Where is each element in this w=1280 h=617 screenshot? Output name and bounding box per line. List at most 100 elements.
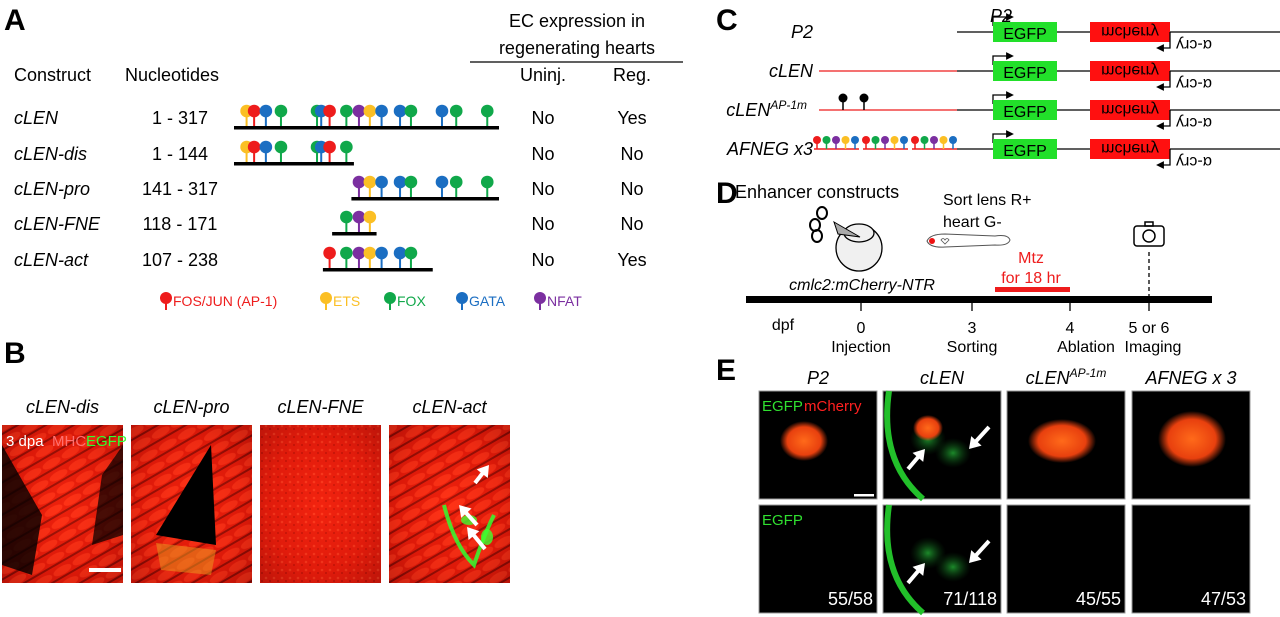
tf-site-ap1	[813, 136, 821, 144]
tf-site-gata	[393, 104, 407, 126]
svg-text:cLEN: cLEN	[920, 368, 965, 388]
tf-site-ap1	[247, 104, 261, 126]
tf-site-nfat	[352, 104, 366, 126]
tf-site-ets	[363, 104, 377, 126]
sort-line2: heart G-	[943, 214, 1002, 231]
egfp-label: EGFP	[1003, 26, 1047, 43]
construct-name: cLEN	[14, 108, 59, 128]
panel-a: A EC expression in regenerating hearts C…	[4, 4, 683, 310]
tf-site-nfat	[352, 175, 366, 197]
mcherry-label: mcherry	[1101, 140, 1159, 157]
tf-site-fox	[274, 104, 288, 126]
uninjured-expression: No	[531, 214, 554, 234]
egfp-image	[1131, 504, 1251, 614]
timeline-bar	[746, 296, 1212, 303]
col-reg: Reg.	[613, 65, 651, 85]
mutated-site-icon	[838, 93, 848, 103]
heart-image-column: AFNEG x 347/53	[1131, 368, 1251, 614]
mutated-site-icon	[859, 93, 869, 103]
tf-site-gata	[375, 104, 388, 126]
tf-site-nfat	[832, 136, 840, 144]
scale-bar	[854, 494, 874, 497]
uninjured-expression: No	[531, 108, 554, 128]
tf-site-gata	[851, 136, 859, 144]
arrow-icon	[906, 563, 925, 585]
mtz-treatment-bar	[995, 287, 1070, 292]
timepoint-day: 0	[857, 320, 866, 337]
tf-site-gata	[375, 246, 388, 268]
egfp-image	[1006, 504, 1126, 614]
col-uninj: Uninj.	[520, 65, 566, 85]
tf-site-fox	[340, 246, 353, 268]
mcherry-label: mcherry	[1101, 62, 1159, 79]
construct-name: cLEN-pro	[14, 179, 90, 199]
mcherry-label: mcherry	[1101, 23, 1159, 40]
sort-line1: Sort lens R+	[943, 192, 1031, 209]
mhc-label: MHC	[52, 433, 86, 450]
nucleotide-range: 1 - 317	[152, 108, 208, 128]
egfp-channel-label: EGFP	[762, 512, 803, 529]
svg-text:cLENAP-1m: cLENAP-1m	[726, 98, 807, 120]
plasmid-icon	[809, 206, 828, 243]
heart-icon	[940, 238, 950, 245]
uninjured-expression: No	[531, 144, 554, 164]
construct-name: AFNEG x3	[726, 139, 813, 159]
tf-site-ets	[363, 210, 377, 232]
tf-site-ap1	[323, 104, 336, 126]
nucleotide-range: 141 - 317	[142, 179, 218, 199]
construct-name: cLEN-dis	[14, 144, 87, 164]
nucleotide-range: 118 - 171	[143, 214, 218, 234]
arrow-icon	[467, 527, 487, 551]
construct-superscript: AP-1m	[769, 98, 807, 112]
col-construct: Construct	[14, 65, 91, 85]
tf-site-nfat	[930, 136, 938, 144]
legend-item: FOS/JUN (AP-1)	[160, 292, 277, 310]
timepoint-label: Imaging	[1125, 339, 1182, 356]
acry-promoter-arrow-icon	[1156, 71, 1171, 91]
ec-header-line2: regenerating hearts	[499, 38, 655, 58]
scale-bar	[89, 568, 121, 572]
regenerating-expression: No	[620, 144, 643, 164]
timepoint-day: 4	[1066, 320, 1075, 337]
tf-site-gata	[435, 175, 449, 197]
egfp-label: EGFP	[1003, 65, 1047, 82]
svg-text:AFNEG x3: AFNEG x3	[726, 139, 813, 159]
micrograph-clen-act: cLEN-act	[389, 397, 510, 583]
nucleotide-range: 1 - 144	[152, 144, 208, 164]
mcherry-channel-label: mCherry	[804, 398, 862, 415]
egfp-label: EGFP	[86, 433, 127, 450]
mcherry-label: mcherry	[1101, 101, 1159, 118]
tf-site-gata	[259, 104, 273, 126]
legend-label: GATA	[469, 293, 506, 309]
tf-site-gata	[435, 104, 449, 126]
column-title: cLEN	[920, 368, 965, 388]
construct-name: P2	[791, 22, 813, 42]
promoter-label-p2: P2	[990, 6, 1012, 26]
column-title: AFNEG x 3	[1144, 368, 1236, 388]
egfp-box	[993, 22, 1057, 42]
embryo-count: 55/58	[828, 589, 873, 609]
acry-promoter-arrow-icon	[1156, 149, 1171, 169]
tf-site-ets	[363, 246, 377, 268]
transgene-label: cmlc2:mCherry-NTR	[789, 277, 935, 294]
tf-site-fox	[449, 175, 463, 197]
egfp-box	[993, 61, 1057, 81]
regenerating-expression: Yes	[617, 250, 646, 270]
tf-site-fox	[404, 104, 418, 126]
construct-bar	[332, 232, 377, 236]
svg-text:P2: P2	[807, 368, 829, 388]
embryo-count: 45/55	[1076, 589, 1121, 609]
egfp-box	[993, 100, 1057, 120]
